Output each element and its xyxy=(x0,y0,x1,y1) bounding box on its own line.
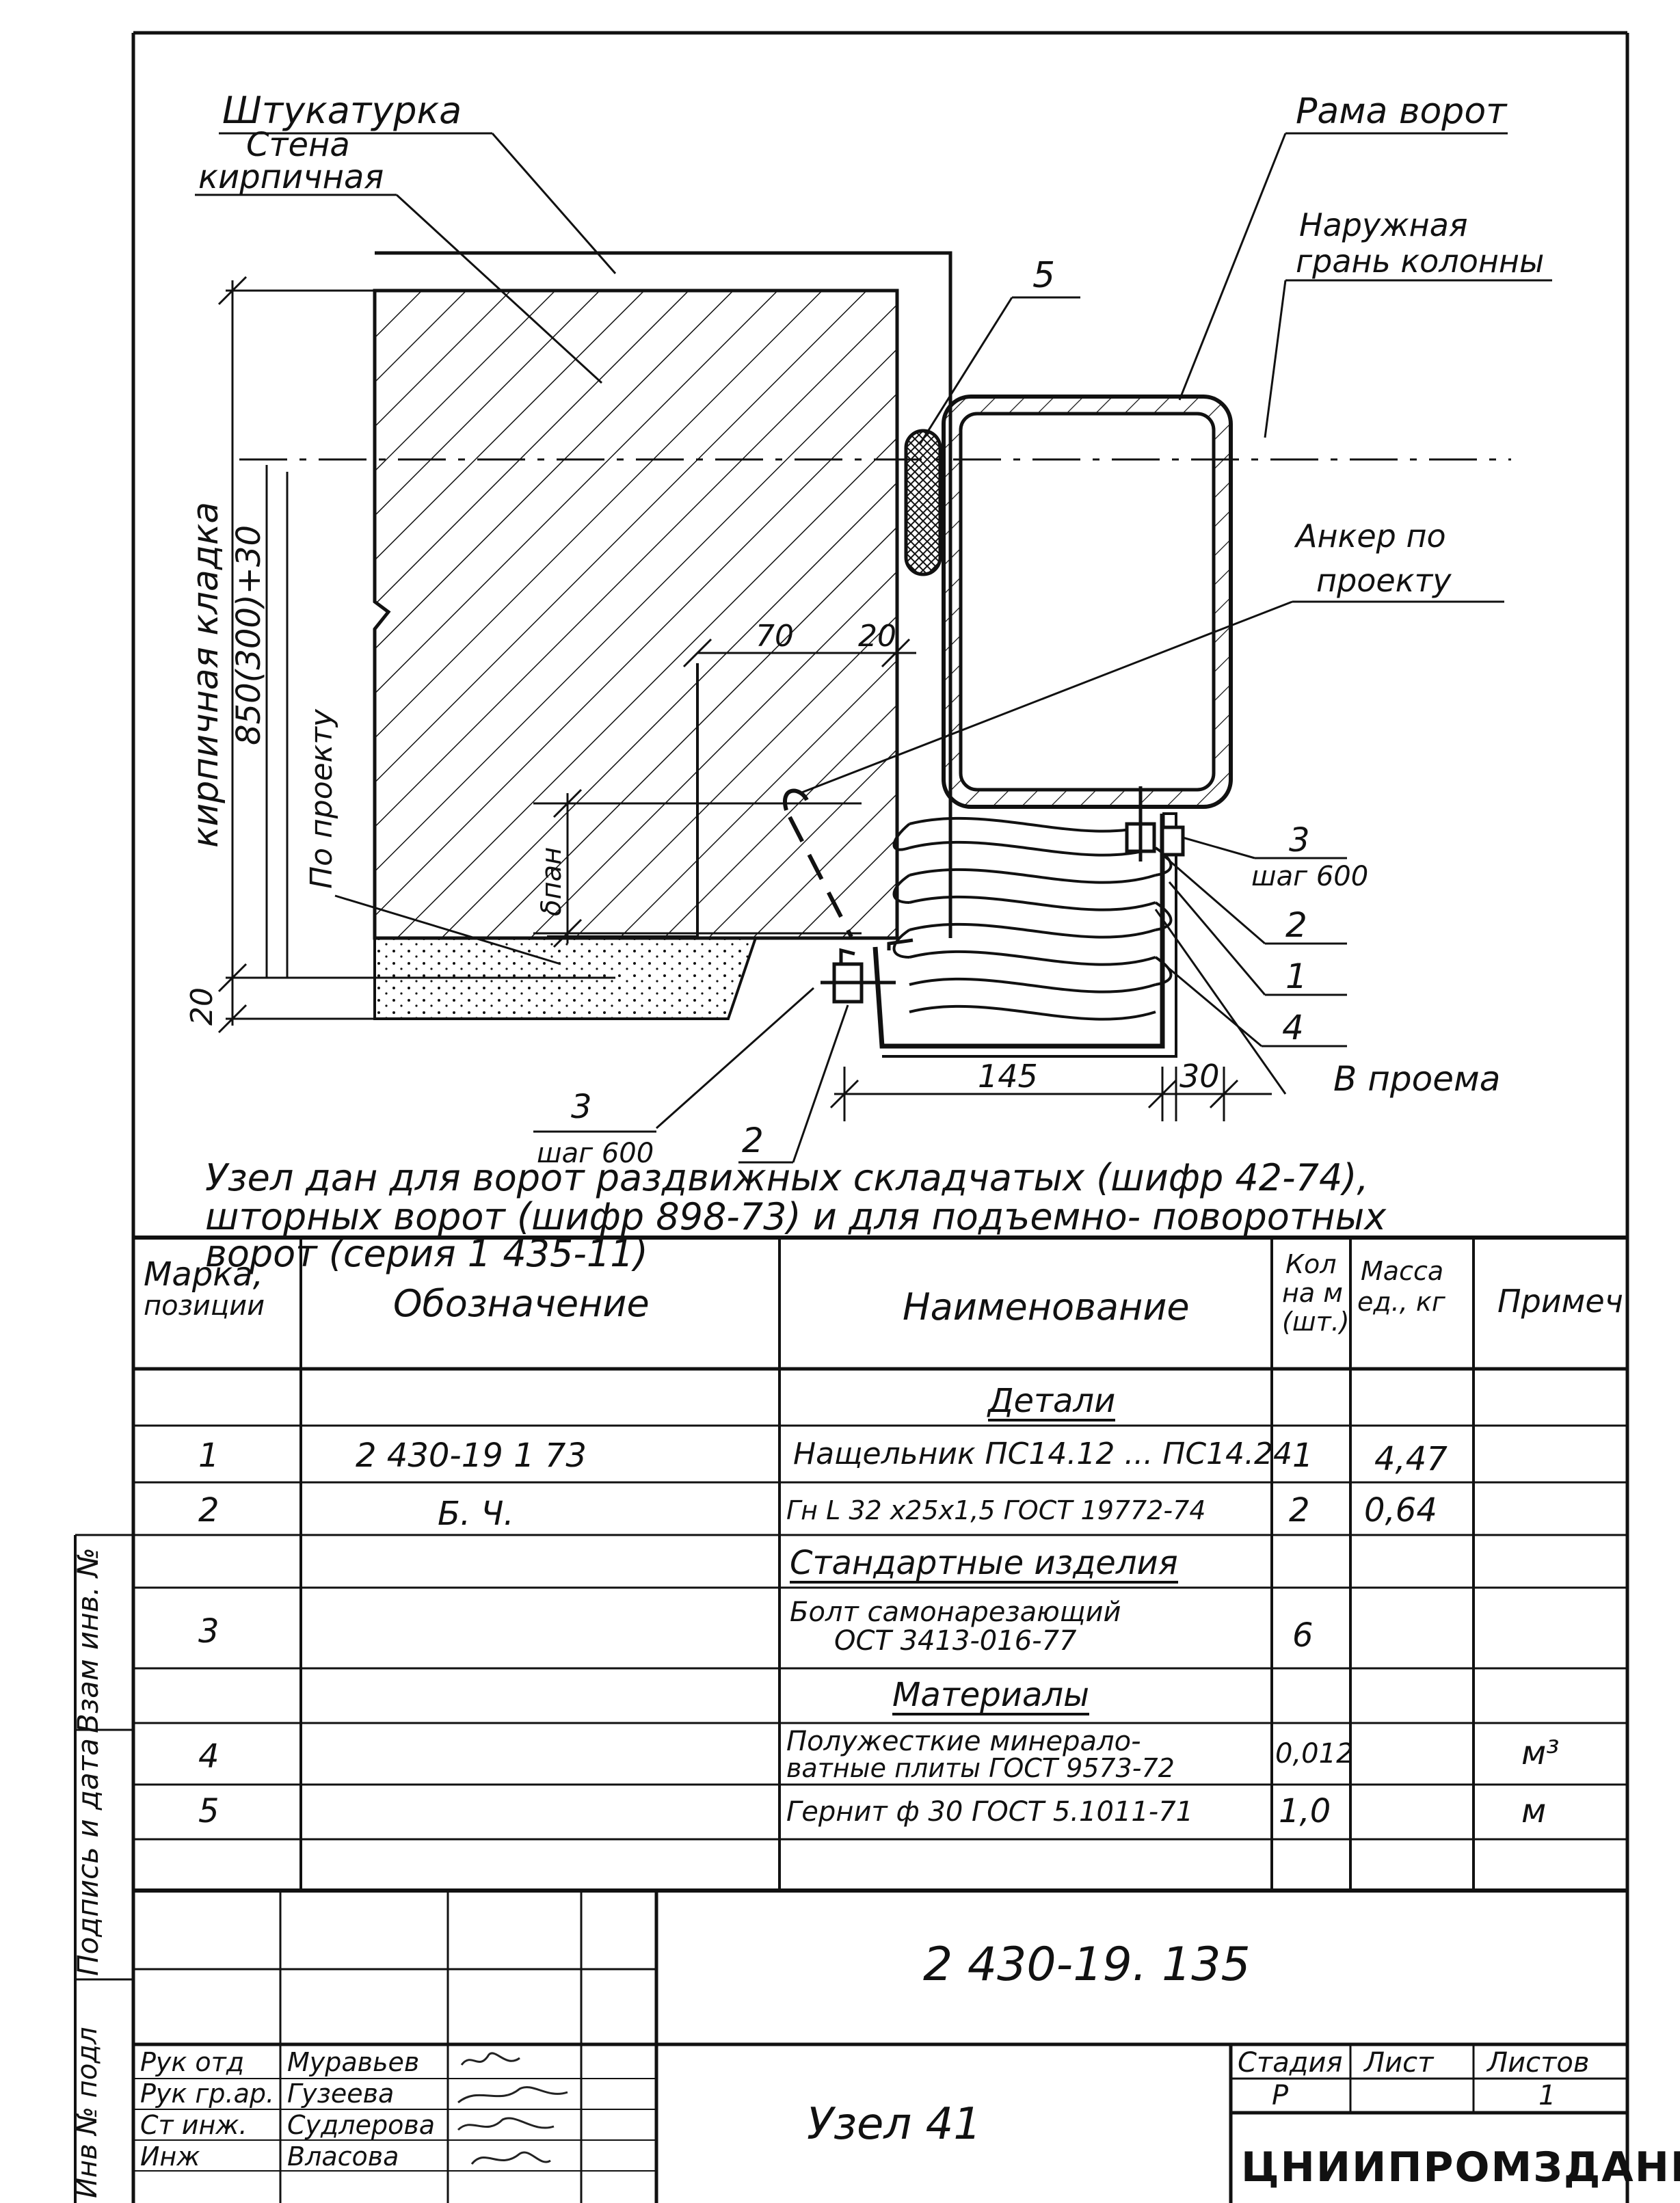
header-mass-2: ед., кг xyxy=(1357,1287,1445,1317)
label-anchor-2: проекту xyxy=(1316,562,1452,599)
row2-name: Гн L 32 x25x1,5 ГОСТ 19772-74 xyxy=(786,1495,1206,1525)
detail-caption-line-2: шторных ворот (шифр 898-73) и для подъем… xyxy=(205,1195,1387,1238)
dim-145: 145 xyxy=(978,1058,1038,1095)
callout-3-right: 3 xyxy=(1289,821,1310,859)
mineral-wool-insulation xyxy=(892,816,1173,1021)
role-engineer: Инж xyxy=(140,2141,200,2172)
sheets-value: 1 xyxy=(1538,2080,1556,2111)
stage-header: Стадия xyxy=(1238,2047,1343,2079)
row3-name-1: Болт самонарезающий xyxy=(790,1597,1121,1628)
sheets-header: Листов xyxy=(1487,2047,1590,2079)
row4-name-2: ватные плиты ГОСТ 9573-72 xyxy=(786,1753,1175,1783)
callout-2-left: 2 xyxy=(742,1121,764,1160)
label-brick-masonry: кирпичная кладка xyxy=(185,502,226,848)
self-tapping-bolts xyxy=(821,786,1185,1004)
label-wall-2: кирпичная xyxy=(198,158,384,196)
header-designation: Обозначение xyxy=(393,1282,650,1325)
name-head-group: Гузеева xyxy=(287,2079,395,2109)
row5-mark: 5 xyxy=(198,1792,219,1830)
row4-note: м³ xyxy=(1521,1734,1560,1772)
row3-qty: 6 xyxy=(1292,1616,1314,1655)
label-column-face-1: Наружная xyxy=(1299,206,1468,243)
label-vert-dimension: 850(300)+30 xyxy=(230,525,268,745)
section-standard-items: Стандартные изделия xyxy=(790,1544,1178,1584)
callout-4: 4 xyxy=(1282,1008,1304,1047)
sheet-frame xyxy=(74,31,1629,2203)
callout-3-left: 3 xyxy=(571,1088,592,1126)
dim-20-left: 20 xyxy=(185,987,219,1026)
header-note: Примеч xyxy=(1497,1283,1623,1320)
document-number: 2 430-19. 135 xyxy=(923,1938,1251,1992)
label-gate-frame: Рама ворот xyxy=(1296,91,1508,132)
detail-caption-line-1: Узел дан для ворот раздвижных складчатых… xyxy=(205,1156,1369,1199)
header-qty-3: (шт.) xyxy=(1282,1307,1350,1337)
callout-3-right-step: шаг 600 xyxy=(1251,861,1368,892)
label-by-project: По проекту xyxy=(304,708,339,889)
label-delta-pan: δпан xyxy=(536,847,568,916)
role-head-group: Рук гр.ар. xyxy=(140,2079,275,2109)
dimension-lines xyxy=(217,276,1272,1121)
callout-2-right: 2 xyxy=(1285,905,1307,945)
row4-mark: 4 xyxy=(198,1737,219,1776)
row1-designation: 2 430-19 1 73 xyxy=(356,1437,587,1475)
side-stamp-inventory: Инв № подл xyxy=(72,2027,103,2198)
organization-name: ЦНИИПРОМЗДАНИЙ xyxy=(1241,2144,1680,2191)
row1-name: Нащельник ПС14.12 ... ПС14.24 xyxy=(793,1437,1293,1471)
gernit-seal-cord xyxy=(904,429,942,576)
name-head-dept: Муравьев xyxy=(287,2047,420,2077)
side-stamp-signature-date: Подпись и дата xyxy=(71,1738,105,1976)
stage-value: Р xyxy=(1272,2080,1289,2111)
role-head-dept: Рук отд xyxy=(140,2047,245,2077)
dim-70: 70 xyxy=(756,619,794,654)
row2-qty: 2 xyxy=(1289,1491,1310,1530)
leader-lines xyxy=(195,132,1552,1164)
row5-name: Гернит ф 30 ГОСТ 5.1011-71 xyxy=(786,1796,1194,1828)
gate-frame-tube xyxy=(942,395,1233,809)
section-parts: Детали xyxy=(988,1382,1116,1421)
side-stamp-replacement: Взам инв. № xyxy=(71,1547,105,1733)
header-mark-2: позиции xyxy=(144,1290,265,1322)
brick-wall-section xyxy=(373,251,952,1020)
row4-qty: 0,012 xyxy=(1275,1738,1354,1770)
role-senior-engineer: Ст инж. xyxy=(140,2110,248,2140)
dim-20-top: 20 xyxy=(858,619,896,654)
name-senior-engineer: Судлерова xyxy=(287,2110,436,2140)
row5-qty: 1,0 xyxy=(1279,1792,1331,1830)
row4-name-1: Полужесткие минерало- xyxy=(786,1726,1141,1757)
header-mass-1: Масса xyxy=(1361,1256,1444,1286)
callout-1: 1 xyxy=(1285,957,1307,996)
label-column-face-2: грань колонны xyxy=(1296,243,1544,280)
row1-mark: 1 xyxy=(198,1437,219,1475)
row1-mass: 4,47 xyxy=(1374,1440,1448,1478)
row2-mass: 0,64 xyxy=(1364,1491,1437,1530)
header-qty-2: на м xyxy=(1282,1278,1343,1308)
row3-mark: 3 xyxy=(198,1612,219,1651)
header-qty-1: Кол xyxy=(1285,1249,1337,1279)
row5-note: м xyxy=(1521,1792,1547,1830)
row1-qty: 1 xyxy=(1292,1437,1314,1475)
dim-30: 30 xyxy=(1179,1058,1220,1095)
callout-3-left-step: шаг 600 xyxy=(537,1138,654,1169)
sheet-header: Лист xyxy=(1364,2047,1434,2079)
callout-5: 5 xyxy=(1032,255,1055,296)
label-wall-1: Стена xyxy=(246,126,350,164)
sheet-title: Узел 41 xyxy=(807,2099,982,2150)
detail-caption-line-3: ворот (серия 1 435-11) xyxy=(205,1232,648,1275)
label-plaster: Штукатурка xyxy=(222,89,462,132)
row3-name-2: ОСТ 3413-016-77 xyxy=(834,1625,1077,1657)
name-engineer: Власова xyxy=(287,2141,399,2172)
header-name: Наименование xyxy=(903,1285,1190,1329)
section-materials: Материалы xyxy=(892,1676,1089,1715)
label-anchor-1: Анкер по xyxy=(1294,518,1446,555)
row2-mark: 2 xyxy=(198,1491,219,1530)
header-mark-1: Марка, xyxy=(144,1255,263,1294)
callout-opening-width: В проема xyxy=(1333,1059,1500,1099)
row2-designation: Б. Ч. xyxy=(438,1495,514,1533)
